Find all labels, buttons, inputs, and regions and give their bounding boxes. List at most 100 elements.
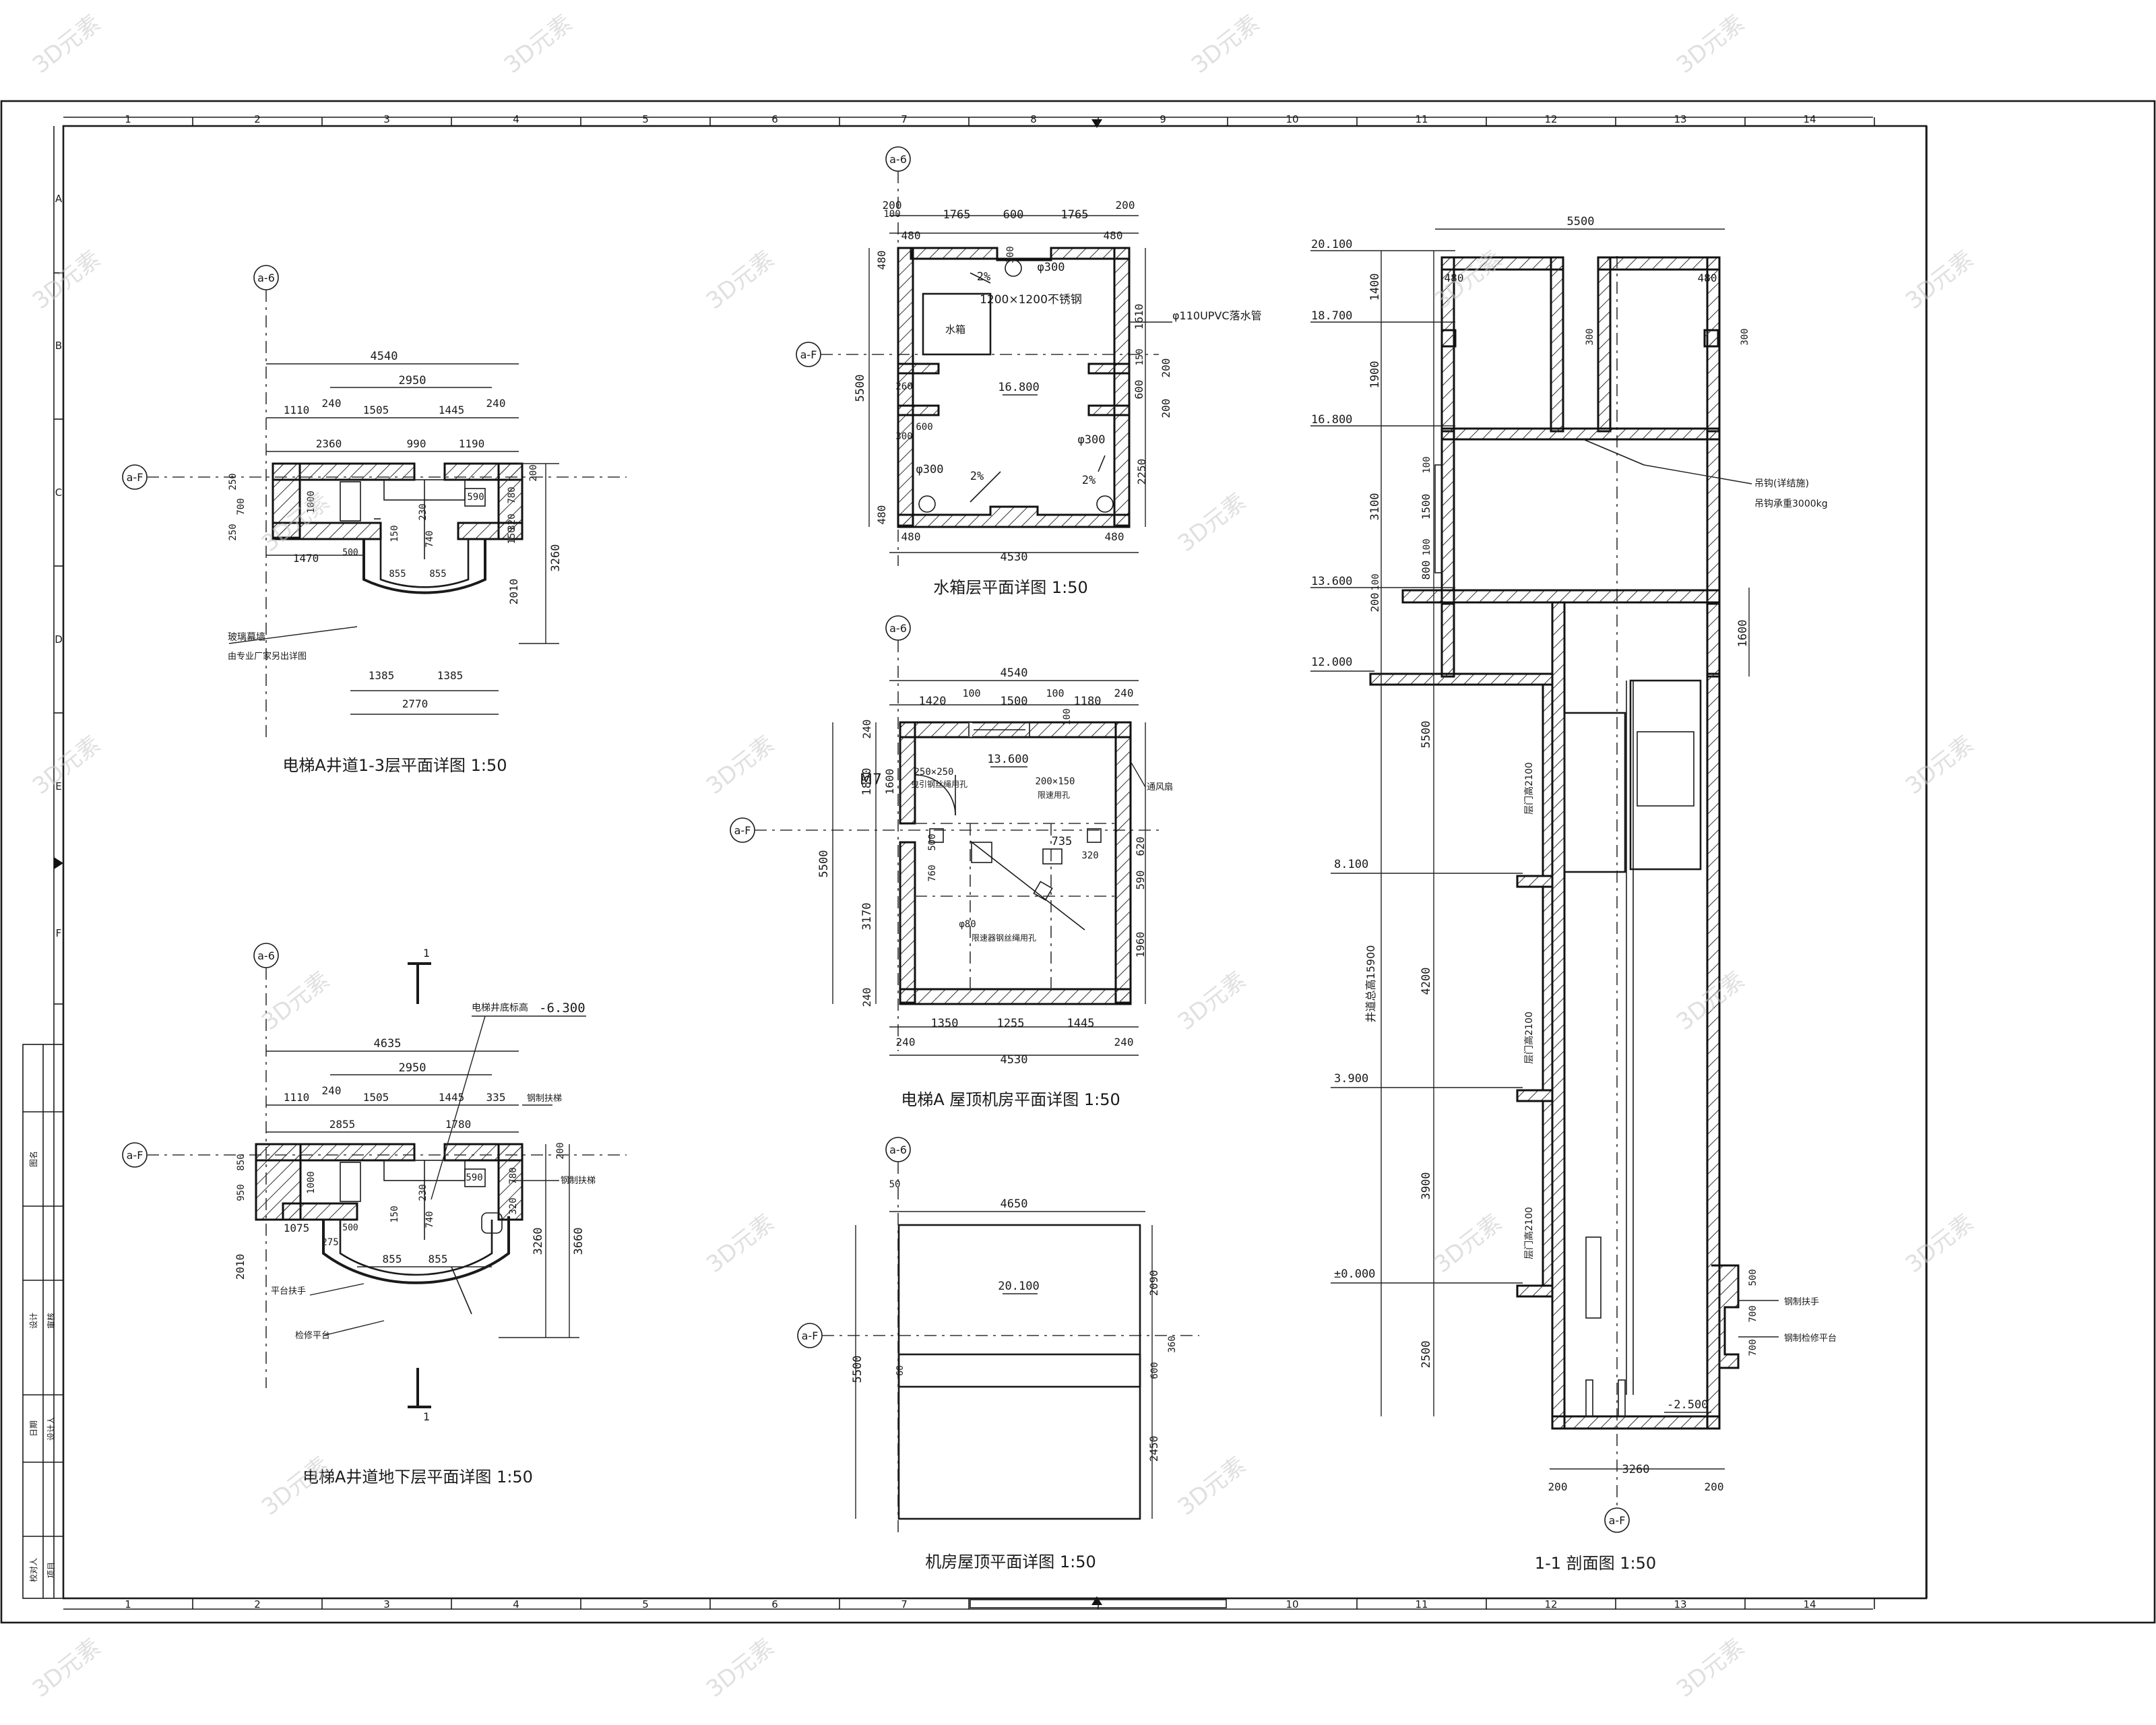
- dim-label: 320: [507, 513, 517, 530]
- watermark: 3D元素: [1173, 488, 1251, 557]
- title-block-cell: 项目: [46, 1562, 56, 1578]
- title-block: 图名 设计 审核 日期 设计人 校对人 项目: [22, 1044, 64, 1599]
- section-mark-label: 1: [423, 947, 430, 960]
- dim-label: 5500: [1567, 215, 1595, 228]
- dim-label: 500: [927, 834, 938, 850]
- dim-label: 50: [889, 1179, 901, 1190]
- dim-label: 3260: [532, 1228, 545, 1255]
- dim-label: 500: [342, 548, 358, 558]
- dim-label: 5500: [817, 850, 831, 878]
- dim-label: 2450: [1147, 1436, 1160, 1462]
- col-label: 3: [383, 113, 390, 125]
- dim-label: 480: [901, 229, 921, 242]
- dim-label: 200: [528, 464, 539, 481]
- dim-label: 740: [424, 530, 435, 547]
- dim-label: 590: [1134, 871, 1147, 890]
- axis-label: a-F: [127, 471, 144, 484]
- dim-label: 1075: [284, 1222, 310, 1234]
- dim-label: 480: [1445, 272, 1464, 284]
- note-label: 钢制扶手: [1784, 1297, 1819, 1307]
- drawing-title: 机房屋顶平面详图 1:50: [925, 1552, 1096, 1571]
- watermark: 3D元素: [257, 966, 335, 1036]
- dim-label: 240: [1114, 1036, 1134, 1048]
- watermark: 3D元素: [701, 245, 780, 315]
- dim-label: 480: [875, 505, 888, 525]
- dim-label: 735: [1052, 835, 1073, 848]
- dim-label: 2250: [1135, 459, 1148, 485]
- dim-label: 360: [1167, 1336, 1178, 1352]
- col-label: 13: [1674, 1598, 1686, 1610]
- dim-label: 200: [1116, 199, 1135, 212]
- center-arrow-left-icon: [54, 857, 63, 869]
- dim-label: 320: [1081, 850, 1098, 861]
- door-label: 层门高2100: [1523, 762, 1535, 815]
- dim-label: 760: [927, 865, 938, 881]
- row-label: A: [55, 193, 63, 205]
- dim-label: 240: [322, 1084, 342, 1097]
- dim-label: 1500: [1420, 494, 1432, 520]
- dim-label: 300: [1740, 328, 1750, 345]
- watermark: 3D元素: [1901, 245, 1979, 315]
- col-label: 10: [1286, 113, 1298, 125]
- watermark: 3D元素: [1173, 1451, 1251, 1521]
- col-label: 1: [125, 1598, 131, 1610]
- dim-label: 855: [429, 569, 446, 579]
- dim-label: 2855: [329, 1118, 356, 1131]
- dim-label: 1190: [459, 437, 485, 450]
- dim-label: 4530: [1001, 1053, 1028, 1067]
- note-label: 由专业厂家另出详图: [228, 651, 307, 662]
- level-label: 18.700: [1311, 309, 1352, 323]
- row-label: E: [55, 780, 61, 792]
- dim-label: 300: [895, 431, 912, 442]
- col-label: 10: [1286, 1598, 1298, 1610]
- note-label: 限速用孔: [1038, 790, 1070, 800]
- note-label: 曳引钢丝绳用孔: [911, 780, 968, 789]
- title-block-cell: 审核: [46, 1313, 56, 1329]
- axis-label: a-F: [734, 824, 751, 837]
- dim-label: 590: [467, 492, 484, 503]
- note-label: 吊钩(详结施): [1754, 478, 1809, 489]
- dim-label: 3100: [1368, 493, 1382, 521]
- dim-label: 240: [896, 1036, 916, 1048]
- dim-label: 5500: [854, 375, 867, 402]
- dim-label: 260: [895, 381, 912, 392]
- label: φ300: [1078, 433, 1106, 447]
- col-label: 11: [1415, 113, 1428, 125]
- dim-label: 950: [236, 1184, 247, 1201]
- axis-label: a-F: [1609, 1514, 1626, 1527]
- drawing-title: 电梯A 屋顶机房平面详图 1:50: [901, 1090, 1120, 1109]
- watermark: 3D元素: [28, 245, 106, 315]
- col-label: 4: [513, 113, 519, 125]
- dim-label: 5500: [1420, 721, 1433, 749]
- dim-label: 1900: [1368, 361, 1382, 389]
- note-label: 检修平台: [295, 1331, 330, 1341]
- axis-label: a-F: [802, 1329, 819, 1342]
- col-label: 5: [642, 113, 649, 125]
- level-label: 20.100: [1311, 238, 1352, 251]
- label: 13.600: [987, 753, 1028, 766]
- label: φ300: [916, 463, 944, 476]
- watermark: 3D元素: [701, 1633, 780, 1703]
- dim-label: 250: [228, 524, 239, 540]
- level-label: 12.000: [1311, 656, 1352, 669]
- dim-label: 240: [486, 397, 506, 410]
- row-label: B: [55, 340, 62, 352]
- dim-label: 100: [1422, 538, 1432, 555]
- row-label: C: [55, 487, 62, 499]
- axis-label: a-F: [800, 348, 817, 361]
- axis-bubble-icon: [1604, 1507, 1630, 1533]
- axis-label: a-F: [127, 1149, 144, 1162]
- dim-label: 100: [1062, 708, 1073, 725]
- note-label: 限速器钢丝绳用孔: [972, 933, 1036, 943]
- watermark: 3D元素: [499, 9, 577, 79]
- dim-label: 100: [883, 209, 900, 220]
- watermark: 3D元素: [1901, 730, 1979, 800]
- dim-label: 4635: [374, 1037, 402, 1050]
- dim-label: 200: [1160, 358, 1172, 378]
- label: 16.800: [998, 381, 1039, 394]
- col-label: 5: [642, 1598, 649, 1610]
- dim-label: 240: [322, 397, 342, 410]
- watermark: 3D元素: [1901, 1209, 1979, 1278]
- dim-label: 2950: [399, 374, 426, 387]
- level-label: ±0.000: [1334, 1267, 1375, 1281]
